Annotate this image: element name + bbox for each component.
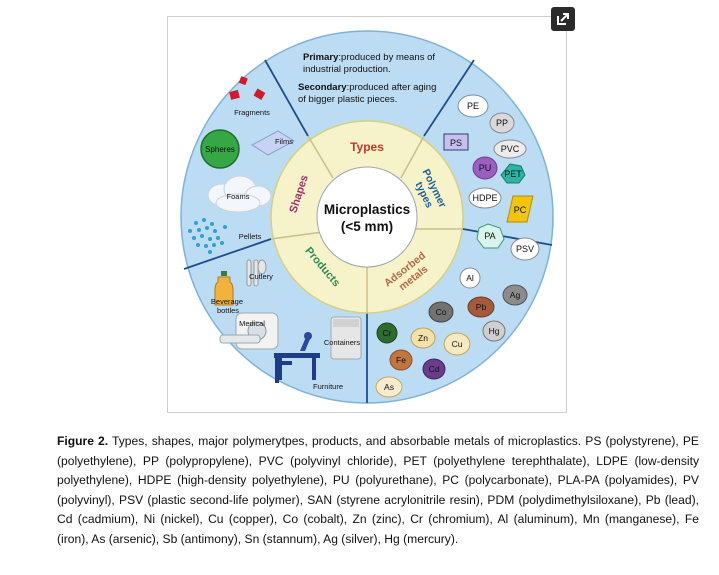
product-beverage-label: Beverage bottles [211,297,245,315]
foams-icon [207,175,272,213]
caption-text: Types, shapes, major polymerytpes, produ… [57,434,699,546]
shape-films-label: Films [275,137,293,146]
metal-pb-label: Pb [476,302,487,312]
shape-spheres-label: Spheres [205,145,235,154]
metal-fe-label: Fe [396,355,406,365]
center-circle [316,166,418,268]
metal-ag: Ag [502,284,528,306]
expand-icon [557,13,569,25]
secondary-line1: Secondary:produced after aging [298,82,436,93]
polymer-pc: PC [506,195,534,223]
primary-line1: Primary:produced by means of [303,52,435,63]
polymer-pc-label: PC [514,205,527,215]
pellets-icon [188,218,227,254]
metal-fe: Fe [389,349,413,371]
polymer-ps: PS [443,133,469,151]
polymer-pe: PE [457,94,489,118]
polymer-hdpe-label: HDPE [472,193,497,203]
metal-pb: Pb [467,296,495,318]
primary-rest: :produced by means of [338,52,435,63]
metal-as: As [375,376,403,398]
figure-frame: Microplastics (<5 mm) Types Polymer type… [167,16,567,413]
secondary-rest: :produced after aging [347,82,437,93]
polymer-pp: PP [489,112,515,134]
polymer-psv-label: PSV [516,244,534,254]
secondary-bold: Secondary [298,82,347,93]
metal-badges: Al Ag Co Pb Hg Cr Zn Cu [375,267,528,398]
spheres-icon [200,129,240,169]
label-types: Types [350,140,384,154]
product-beverage-line2: bottles [217,306,239,315]
polymer-pu-label: PU [479,163,492,173]
figure-caption: Figure 2. Types, shapes, major polymeryt… [57,432,699,550]
polymer-badges: PE PP PS PVC PU PET HDPE PC [443,94,540,261]
medical-scanner-icon [219,312,279,350]
center-subtitle: (<5 mm) [341,219,393,234]
microplastics-diagram: Microplastics (<5 mm) Types Polymer type… [180,30,554,404]
shapes-illustrations: Fragments Films Spheres Foams Pellets [188,76,295,254]
product-medical-label: Medical [239,319,265,328]
shape-fragments-label: Fragments [234,108,270,117]
metal-hg-label: Hg [489,326,500,336]
polymer-pe-label: PE [467,101,479,111]
polymer-pvc: PVC [493,139,527,159]
polymer-pa: PA [476,223,505,249]
polymer-pet-label: PET [504,169,522,179]
polymer-psv: PSV [510,237,540,261]
product-beverage-line1: Beverage [211,297,243,306]
cutlery-icon [246,259,267,287]
metal-co-label: Co [436,307,447,317]
metal-ag-label: Ag [510,290,521,300]
metal-zn-label: Zn [418,333,428,343]
shape-foams-label: Foams [227,192,250,201]
furniture-icon [274,332,320,383]
caption-label: Figure 2. [57,434,109,448]
bottle-icon [214,271,234,306]
product-cutlery-label: Cutlery [249,272,273,281]
metal-al: Al [459,267,481,289]
polymer-pvc-label: PVC [501,144,520,154]
metal-co: Co [428,301,454,323]
metal-zn: Zn [410,327,436,349]
center-title: Microplastics [324,202,410,217]
polymer-pp-label: PP [496,118,508,128]
shape-pellets-label: Pellets [239,232,262,241]
metal-hg: Hg [482,320,506,342]
metal-cr: Cr [376,322,398,344]
films-icon [251,130,295,156]
product-furniture-label: Furniture [313,382,343,391]
polymer-pu: PU [472,156,498,180]
metal-as-label: As [384,382,394,392]
metal-al-label: Al [466,273,474,283]
polymer-pa-label: PA [484,231,495,241]
metal-cu: Cu [443,332,471,356]
expand-button[interactable] [551,7,575,31]
metal-cd: Cd [422,358,446,380]
container-icon [330,316,362,360]
metal-cd-label: Cd [429,364,440,374]
product-containers-label: Containers [324,338,361,347]
inner-dividers [270,135,463,313]
polymer-pet: PET [500,163,526,184]
polymer-hdpe: HDPE [468,187,502,209]
primary-bold: Primary [303,52,339,63]
polymer-ps-label: PS [450,138,462,148]
secondary-line2: of bigger plastic pieces. [298,94,397,105]
products-illustrations: Cutlery Beverage bottles Medical Contain… [211,259,362,391]
metal-cr-label: Cr [383,328,392,338]
fragments-icon [229,76,266,100]
metal-cu-label: Cu [452,339,463,349]
primary-line2: industrial production. [303,64,391,75]
